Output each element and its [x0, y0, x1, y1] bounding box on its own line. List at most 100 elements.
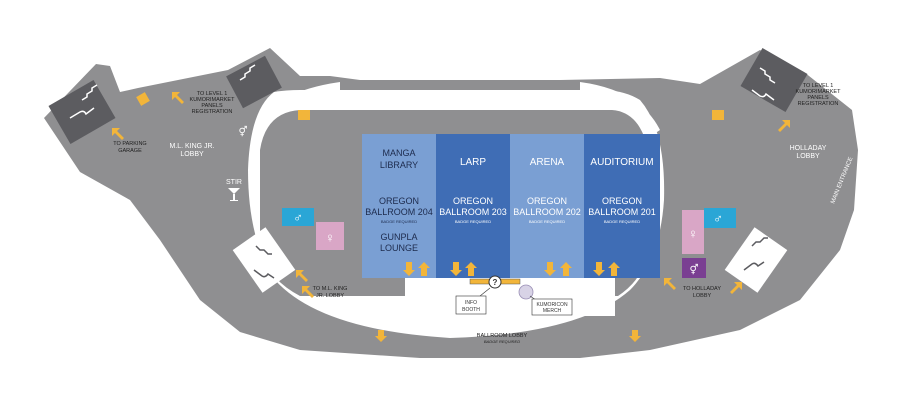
- room-ballroom-201[interactable]: [584, 134, 660, 278]
- arrow-down-icon: [403, 262, 415, 276]
- parking-garage-label-line-1: TO PARKING: [113, 141, 146, 147]
- level1-right-line-2: KUMORIMARKET: [796, 89, 842, 95]
- level1-right-line-1: TO LEVEL 1: [803, 83, 834, 89]
- info-booth-label-line-1: INFO: [465, 300, 477, 306]
- arrow-up-icon: [418, 262, 430, 276]
- arrow-down-icon: [450, 262, 462, 276]
- room-202-note: BADGE REQUIRED: [529, 219, 565, 224]
- info-icon: ?: [493, 278, 498, 287]
- stir-bar: STIR: [226, 179, 242, 201]
- stairs-icon: [239, 64, 256, 81]
- info-booth-leader: [479, 287, 491, 297]
- arrow-diagonal-icon: [730, 282, 742, 294]
- escalator-icon: [743, 261, 765, 271]
- arrow-diagonal-icon: [296, 270, 308, 282]
- level1-right-line-4: REGISTRATION: [798, 101, 839, 107]
- room-202-event-line-1: ARENA: [530, 157, 565, 168]
- room-202-name-line-2: BALLROOM 202: [513, 207, 581, 217]
- room-ballroom-204[interactable]: [362, 134, 436, 278]
- arrow-up-icon: [560, 262, 572, 276]
- arrow-diagonal-icon: [172, 92, 184, 104]
- room-203-name-line-2: BALLROOM 203: [439, 207, 507, 217]
- level1-right-line-3: PANELS: [807, 95, 829, 101]
- room-203-note: BADGE REQUIRED: [455, 219, 491, 224]
- left-ring: [256, 82, 340, 134]
- arrow-up-icon: [465, 262, 477, 276]
- mlk-lobby-line-1: M.L. KING JR.: [169, 143, 214, 150]
- family-restroom-right: [682, 258, 706, 278]
- level1-left-line-1: TO LEVEL 1: [197, 91, 228, 97]
- room-ballroom-202[interactable]: [510, 134, 584, 278]
- kumoricon-mascot-icon: [518, 284, 534, 300]
- room-204-extra-line-1: GUNPLA: [380, 232, 417, 242]
- mlk-lobby-line-2: LOBBY: [180, 151, 204, 158]
- elevators: [136, 92, 724, 120]
- escalator-icon: [253, 269, 275, 279]
- arrow-down-icon: [593, 262, 605, 276]
- escalator-icon: [69, 107, 95, 119]
- room-204-event-line-1: MANGA: [382, 148, 415, 158]
- elevator-icon: [712, 110, 724, 120]
- holladay-lower-line-1: TO HOLLADAY: [683, 286, 721, 292]
- level1-left-line-4: REGISTRATION: [192, 109, 233, 115]
- arrow-diagonal-icon: [664, 278, 676, 290]
- restroom-women-icon: ♀: [688, 226, 698, 241]
- room-201-event-line-1: AUDITORIUM: [590, 157, 653, 168]
- restroom-men-left: [282, 208, 314, 226]
- holladay-lobby-line-2: LOBBY: [796, 153, 820, 160]
- kumoricon-merch-label-box[interactable]: [531, 298, 573, 316]
- restroom-women-right: [682, 210, 704, 254]
- escalator-icon: [751, 89, 775, 101]
- restroom-women-icon: ♀: [325, 230, 335, 245]
- escalator-right-top: [740, 47, 808, 113]
- info-booth-label-box[interactable]: [455, 295, 487, 315]
- room-entrance-arrows: [112, 86, 790, 342]
- arrow-diagonal-icon: [778, 120, 790, 132]
- escalator-left-top: [226, 55, 282, 109]
- room-201-name-line-2: BALLROOM 201: [588, 207, 656, 217]
- room-201-note: BADGE REQUIRED: [604, 219, 640, 224]
- escalator-left-bottom: [232, 227, 296, 293]
- mlk-lower-line-1: TO M.L. KING: [313, 286, 348, 292]
- right-ring: [580, 82, 660, 134]
- elevator-icon: [136, 92, 150, 106]
- arrow-down-icon: [544, 262, 556, 276]
- room-204-name-line-1: OREGON: [379, 196, 419, 206]
- stairs-icon: [81, 84, 98, 101]
- ballrooms: MANGA LIBRARY OREGON BALLROOM 204 BADGE …: [362, 134, 660, 278]
- stir-label: STIR: [226, 179, 242, 186]
- restroom-men-icon: ♂: [713, 211, 723, 226]
- arrow-down-icon: [629, 330, 641, 342]
- stairs-icon: [255, 245, 272, 255]
- elevator-icon: [298, 110, 310, 120]
- room-204-event-line-2: LIBRARY: [380, 160, 418, 170]
- kumoricon-merch-label-line-2: MERCH: [543, 308, 562, 314]
- arrow-diagonal-icon: [302, 286, 314, 298]
- cocktail-glass-icon: [228, 188, 240, 201]
- arrow-down-icon: [375, 330, 387, 342]
- room-204-name-line-2: BALLROOM 204: [365, 207, 433, 217]
- escalators: [48, 47, 808, 293]
- parking-garage-label-line-2: GARAGE: [118, 148, 142, 154]
- kumoricon-merch-label-line-1: KUMORICON: [536, 302, 568, 308]
- family-restroom-icon: ⚥: [689, 263, 698, 276]
- stairs-icon: [751, 237, 768, 247]
- holladay-lower-line-2: LOBBY: [693, 293, 712, 299]
- room-203-name-line-1: OREGON: [453, 196, 493, 206]
- stairs-icon: [759, 67, 776, 84]
- info-booth-area: ? INFO BOOTH KUMORICON MERCH: [455, 275, 573, 316]
- arrow-diagonal-icon: [112, 128, 124, 140]
- restroom-men-icon: ♂: [293, 210, 303, 225]
- info-booth-label-line-2: BOOTH: [462, 307, 480, 313]
- restroom-men-right: [704, 208, 736, 228]
- room-ballroom-203[interactable]: [436, 134, 510, 278]
- restroom-women-left: [316, 222, 344, 250]
- room-201-name-line-1: OREGON: [602, 196, 642, 206]
- escalator-right-bottom: [724, 227, 788, 293]
- restrooms: ♂ ♀ ♀ ♂ ⚥ ⚥: [238, 125, 736, 278]
- level1-left-line-3: PANELS: [201, 103, 223, 109]
- level1-left-line-2: KUMORIMARKET: [190, 97, 236, 103]
- ballroom-lobby-label: BALLROOM LOBBY: [477, 333, 528, 339]
